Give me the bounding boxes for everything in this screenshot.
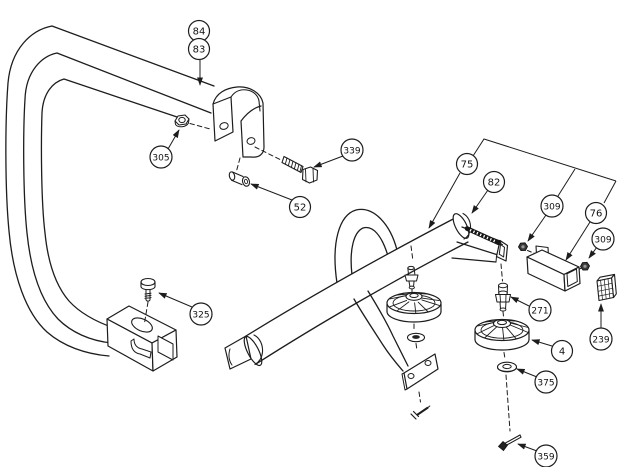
callout-number: 309: [543, 202, 560, 212]
shared-leader-line-0: [472, 138, 617, 182]
callout-circle[interactable]: [482, 170, 506, 194]
callout-circle[interactable]: [534, 444, 558, 467]
callout-balloon-239-13[interactable]: 239: [589, 327, 613, 351]
leader-4-0: [531, 339, 553, 347]
leader-309-0: [527, 214, 547, 242]
leader-339-0: [313, 155, 344, 168]
callout-balloon-83-1[interactable]: 83: [187, 37, 211, 61]
mounting-plate: [401, 353, 439, 391]
callout-balloon-305-2[interactable]: 305: [149, 145, 173, 169]
callout-balloon-82-7[interactable]: 82: [482, 170, 506, 194]
callout-circle[interactable]: [455, 152, 479, 176]
spacer-52: [228, 171, 251, 187]
callout-circle[interactable]: [540, 194, 564, 218]
callout-balloon-75-6[interactable]: 75: [455, 152, 479, 176]
callout-balloon-309-10[interactable]: 309: [591, 227, 615, 251]
callout-circle[interactable]: [584, 201, 608, 225]
callout-balloon-309-8[interactable]: 309: [540, 194, 564, 218]
hex-nut-305: [174, 114, 190, 128]
leader-76-0: [565, 221, 591, 261]
callout-number: 359: [537, 452, 554, 462]
threaded-stud: [464, 226, 504, 246]
leader-82-0: [471, 189, 489, 214]
callout-balloon-271-11[interactable]: 271: [528, 298, 552, 322]
callout-circle[interactable]: [591, 227, 615, 251]
saddle-bracket: [212, 86, 265, 158]
screw-pin-left: [410, 405, 431, 420]
callout-number: 375: [537, 378, 554, 388]
clamp-block: [106, 305, 178, 372]
callout-balloon-52-4[interactable]: 52: [288, 195, 312, 219]
callout-number: 271: [531, 306, 548, 316]
arch-tube-upper: [334, 208, 398, 284]
arch-tube-lower: [353, 290, 409, 372]
callout-circle[interactable]: [528, 298, 552, 322]
callout-circle[interactable]: [189, 302, 213, 326]
leader-52-0: [250, 183, 293, 201]
washer-375: [496, 361, 518, 373]
bolt-325: [140, 277, 156, 324]
leader-309-0: [588, 246, 598, 259]
leader-359-0: [517, 443, 538, 452]
leader-271-0: [510, 296, 530, 307]
flange-nut-309-left: [517, 242, 529, 252]
callout-balloon-339-3[interactable]: 339: [340, 138, 364, 162]
shared-leader-line-1: [557, 168, 576, 197]
pin-359: [497, 434, 522, 452]
receiver-bracket-76: [526, 245, 581, 292]
main-tube-75: [224, 216, 469, 370]
callout-number: 309: [594, 235, 611, 245]
callout-balloon-84-0[interactable]: 84: [187, 19, 211, 43]
caster-wheel-4: [474, 318, 530, 351]
leader-375-0: [516, 368, 538, 378]
caster-wheel-left: [386, 291, 442, 323]
leader-305-0: [167, 129, 180, 150]
callout-balloon-359-15[interactable]: 359: [534, 444, 558, 467]
callout-layer: 84 83 305 339 52 325 75 82 309 76 309 271 4 239 375 359: [149, 19, 617, 467]
callout-balloon-76-9[interactable]: 76: [584, 201, 608, 225]
bracket-centerlines: [189, 123, 282, 172]
hex-bolt-339: [281, 155, 319, 184]
shared-leader-line-2: [603, 180, 617, 204]
washer-left: [406, 332, 426, 343]
valve-stem-271: [495, 282, 511, 312]
callout-balloon-4-12[interactable]: 4: [550, 339, 574, 363]
callout-circle[interactable]: [534, 370, 558, 394]
callout-number: 76: [590, 208, 603, 219]
callout-number: 4: [559, 346, 565, 357]
frame-tube: [5, 25, 215, 357]
callout-number: 52: [294, 202, 307, 213]
callout-circle[interactable]: [149, 145, 173, 169]
callout-number: 325: [192, 310, 209, 320]
callout-balloon-325-5[interactable]: 325: [189, 302, 213, 326]
leader-75-0: [428, 172, 461, 229]
callout-circle[interactable]: [340, 138, 364, 162]
callout-number: 75: [461, 159, 474, 170]
flange-nut-309-right: [579, 261, 591, 271]
callout-number: 239: [592, 335, 609, 345]
callout-number: 305: [152, 153, 169, 163]
callout-circle[interactable]: [187, 37, 211, 61]
valve-stem-left: [404, 265, 419, 290]
callout-number: 82: [488, 177, 501, 188]
callout-number: 339: [343, 146, 360, 156]
callout-circle[interactable]: [550, 339, 574, 363]
right-stack-centerline: [500, 263, 511, 432]
callout-circle[interactable]: [589, 327, 613, 351]
callout-circle[interactable]: [288, 195, 312, 219]
reflector-239: [596, 273, 617, 302]
callout-number: 84: [193, 26, 206, 37]
callout-number: 83: [193, 44, 206, 55]
callout-balloon-375-14[interactable]: 375: [534, 370, 558, 394]
leader-325-0: [158, 292, 193, 308]
